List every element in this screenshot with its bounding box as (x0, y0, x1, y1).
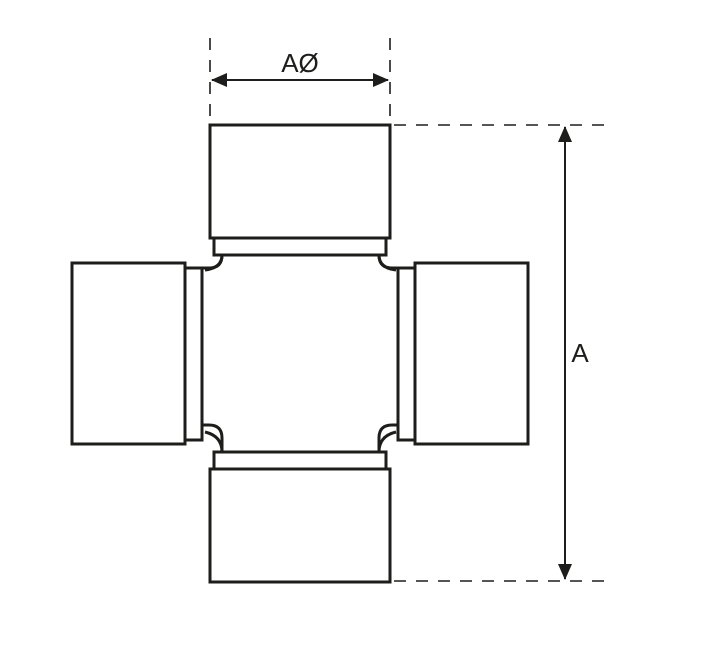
diameter-arrow-right-icon (373, 73, 389, 87)
bottom-bearing-cap (208, 467, 392, 584)
right-bearing-cap (413, 261, 530, 446)
fillet-bottom-left (204, 430, 224, 453)
right-seal-collar (396, 266, 417, 442)
fillet-bottom-right (377, 430, 397, 453)
top-seal-collar (212, 236, 388, 257)
diameter-arrow-left-icon (211, 73, 227, 87)
fillet-top-left (204, 254, 224, 272)
left-seal-collar (183, 266, 204, 442)
top-bearing-cap (208, 123, 392, 240)
bottom-seal-collar (212, 450, 388, 471)
length-arrow-bottom-icon (558, 564, 572, 580)
fillet-top-right (377, 254, 397, 272)
length-arrow-top-icon (558, 126, 572, 142)
length-label: A (571, 338, 589, 368)
diameter-label: AØ (281, 48, 319, 78)
left-bearing-cap (70, 261, 187, 446)
cross-center-body (198, 253, 402, 454)
